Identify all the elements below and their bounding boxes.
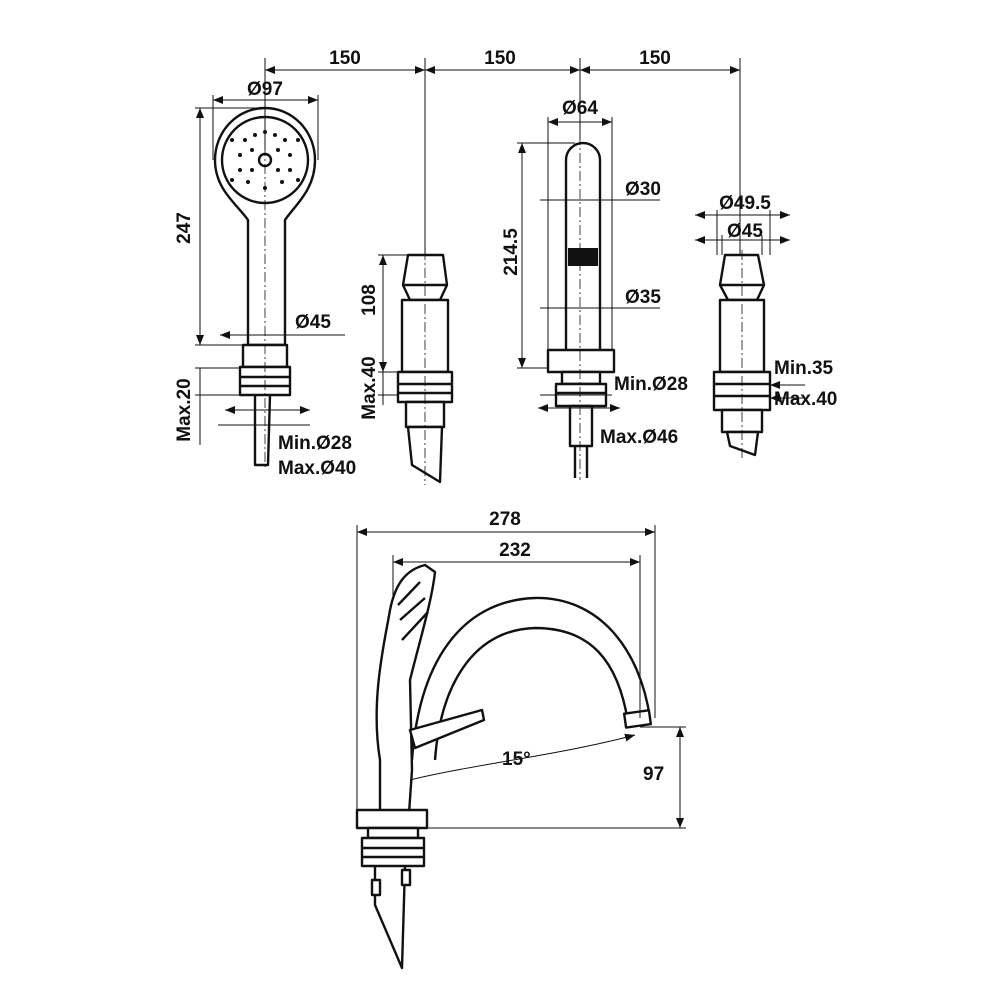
spout-height-label: 214.5 — [501, 228, 522, 276]
hand-shower: Ø97 247 Ø45 Max.20 Min.Ø28 Max.Ø40 — [174, 79, 356, 479]
right-valve: Ø49.5 Ø45 Min.35 Max.40 — [695, 193, 837, 460]
spacing-label-3: 150 — [639, 48, 671, 69]
valve-max-thickness-label-right: Max.40 — [774, 389, 837, 410]
max-thickness-label: Max.20 — [174, 378, 195, 441]
spout-tip-diameter-label: Ø30 — [625, 179, 661, 200]
spacing-label-2: 150 — [484, 48, 516, 69]
min-hole-label: Min.Ø28 — [278, 433, 352, 454]
valve-height-label: 108 — [359, 284, 380, 316]
left-valve: 108 Max.40 — [359, 250, 454, 485]
valve-max-thickness-label: Max.40 — [359, 356, 380, 419]
valve-outer-diameter-label: Ø49.5 — [719, 193, 771, 214]
valve-min-thickness-label: Min.35 — [774, 358, 834, 379]
angle-label: 15° — [502, 749, 531, 770]
spout-body-diameter-label: Ø35 — [625, 287, 661, 308]
total-reach-label: 278 — [489, 509, 521, 530]
max-hole-label: Max.Ø40 — [278, 458, 356, 479]
spout-base-diameter-label: Ø64 — [562, 98, 598, 119]
spacing-dimensions: 150 150 150 — [264, 48, 741, 255]
valve-inner-diameter-label: Ø45 — [727, 221, 763, 242]
outlet-height-label: 97 — [643, 764, 664, 785]
spout-max-hole-label: Max.Ø46 — [600, 427, 678, 448]
shower-height-label: 247 — [174, 212, 195, 244]
spacing-label-1: 150 — [329, 48, 361, 69]
side-view: 278 232 15° 97 — [355, 509, 686, 970]
spout-top-view: Ø64 Ø30 214.5 Ø35 Min.Ø28 Max.Ø46 — [501, 98, 688, 480]
spout-reach-label: 232 — [499, 540, 531, 561]
head-diameter-label: Ø97 — [247, 79, 283, 100]
handle-diameter-label: Ø45 — [295, 312, 331, 333]
spout-min-hole-label: Min.Ø28 — [614, 374, 688, 395]
